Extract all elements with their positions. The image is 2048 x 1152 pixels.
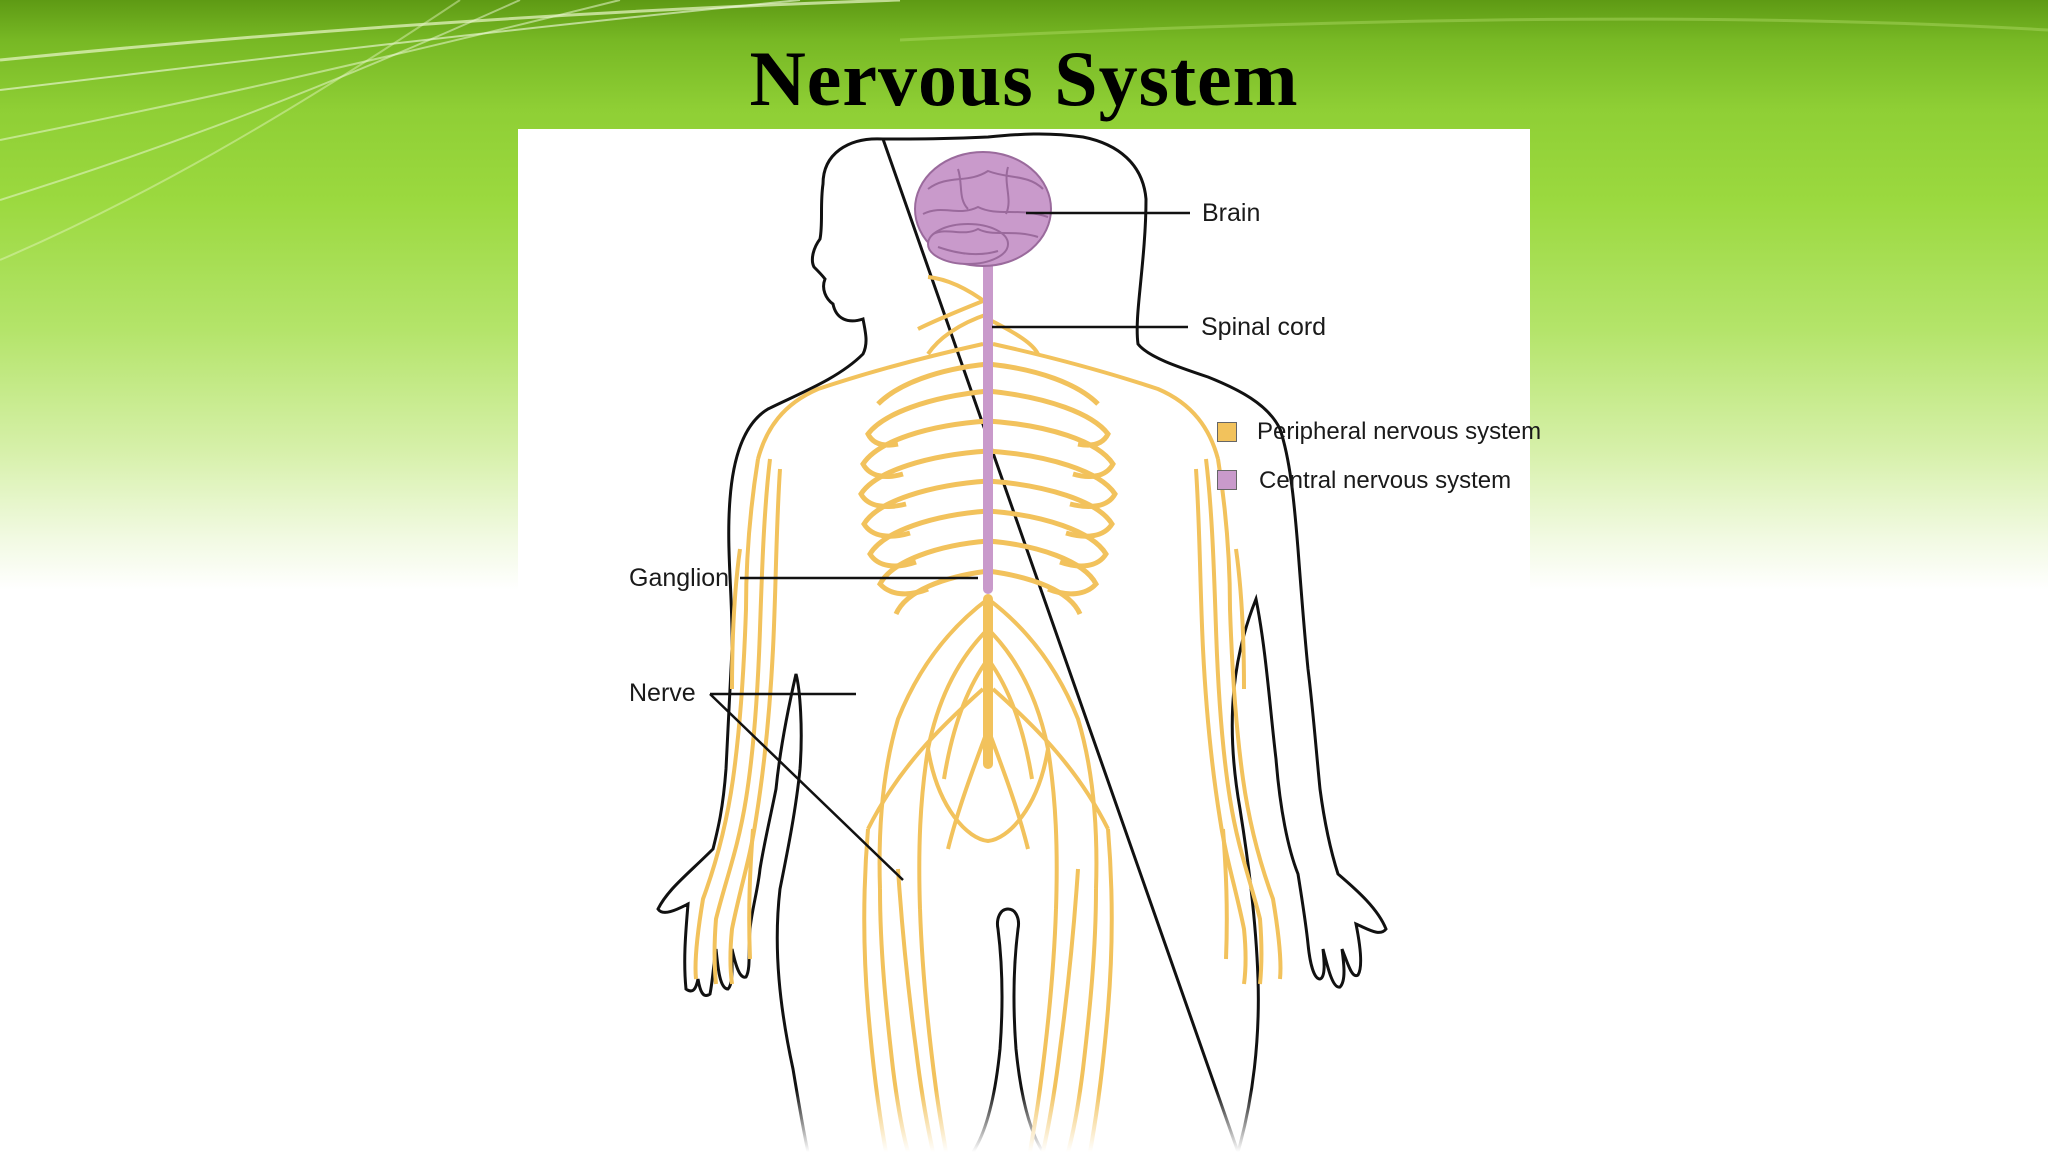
intercostal-nerves: [858, 361, 1118, 616]
legend-label-peripheral: Peripheral nervous system: [1257, 418, 1542, 445]
body-illustration: [518, 132, 1530, 1152]
nervous-system-diagram: Brain Spinal cord Ganglion Nerve Periphe…: [518, 129, 1541, 1152]
legend-label-central: Central nervous system: [1259, 467, 1512, 494]
slide-title: Nervous System: [749, 35, 1299, 122]
brain: [914, 151, 1052, 267]
label-nerve: Nerve: [629, 679, 696, 707]
label-spinal-cord: Spinal cord: [1201, 313, 1327, 341]
label-ganglion: Ganglion: [629, 564, 730, 592]
legend-swatch-peripheral: [1217, 422, 1237, 442]
label-brain: Brain: [1202, 199, 1261, 227]
body-outline: [656, 132, 1388, 1152]
background-light-streaks: [0, 0, 2048, 261]
leader-lines: [709, 211, 1190, 881]
peripheral-nerves: [693, 275, 1283, 1152]
legend-swatch-central: [1217, 470, 1237, 490]
